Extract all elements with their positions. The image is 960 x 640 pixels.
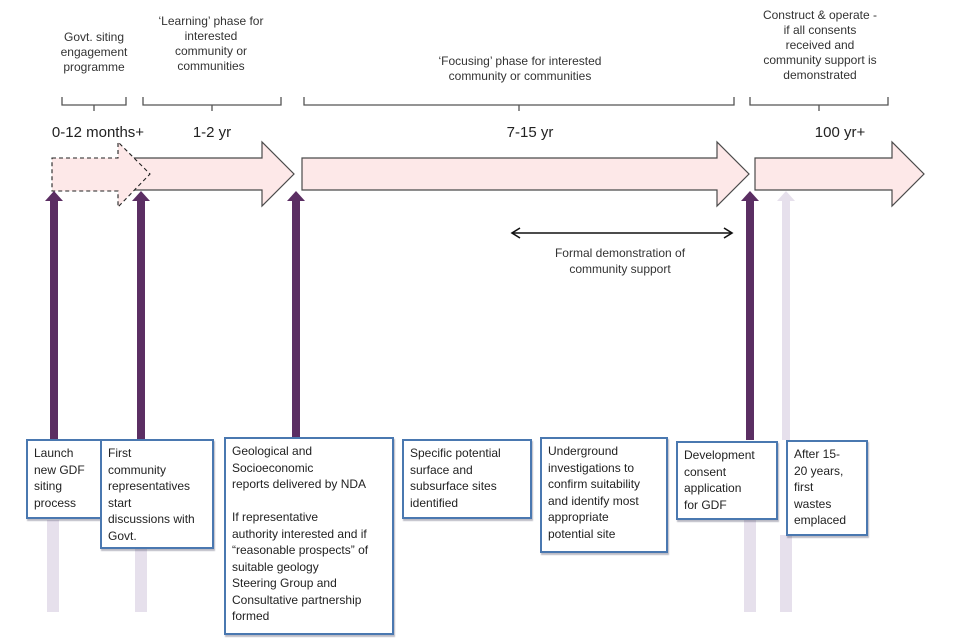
phase-label-learning: ‘Learning’ phase for interested communit… xyxy=(158,14,264,73)
milestone-box-wastes-emplaced: After 15- 20 years, first wastes emplace… xyxy=(786,440,868,536)
milestone-arrow-first-community xyxy=(132,191,150,440)
bracket-learning xyxy=(142,97,282,111)
duration-govt-siting: 0-12 months+ xyxy=(51,124,145,141)
duration-focusing: 7-15 yr xyxy=(506,124,554,141)
duration-learning: 1-2 yr xyxy=(192,124,232,141)
future-arrow-wastes-emplaced xyxy=(777,191,795,440)
phase-label-govt-siting: Govt. siting engagement programme xyxy=(60,30,128,74)
timeline-arrow-focusing xyxy=(301,140,750,208)
duration-construct: 100 yr+ xyxy=(814,124,866,141)
pale-bars xyxy=(47,520,792,612)
milestone-arrow-geological xyxy=(287,191,305,440)
phase-label-focusing: ‘Focusing’ phase for interested communit… xyxy=(438,54,602,83)
timeline-arrow-construct xyxy=(754,140,925,208)
phase-brackets xyxy=(61,97,889,111)
timeline-arrow-learning xyxy=(117,140,295,208)
timeline-arrow-govt-dashed xyxy=(51,140,151,209)
bracket-focusing xyxy=(303,97,735,111)
milestone-arrow-development xyxy=(741,191,759,440)
phase-label-construct: Construct & operate - if all consents re… xyxy=(762,8,878,82)
bracket-construct xyxy=(749,97,889,111)
milestone-box-development-consent: Development consent application for GDF xyxy=(676,441,778,520)
milestone-box-launch: Launch new GDF siting process xyxy=(26,439,102,519)
formal-demonstration-arrow xyxy=(510,227,734,239)
milestone-box-sites-identified: Specific potential surface and subsurfac… xyxy=(402,439,532,519)
milestone-box-underground: Underground investigations to confirm su… xyxy=(540,437,668,553)
bracket-govt-siting xyxy=(61,97,127,111)
milestone-box-first-community: First community representatives start di… xyxy=(100,439,214,549)
milestone-box-geological: Geological and Socioeconomic reports del… xyxy=(224,437,394,635)
formal-demonstration-label: Formal demonstration of community suppor… xyxy=(554,246,686,276)
milestone-arrow-launch xyxy=(45,191,63,440)
